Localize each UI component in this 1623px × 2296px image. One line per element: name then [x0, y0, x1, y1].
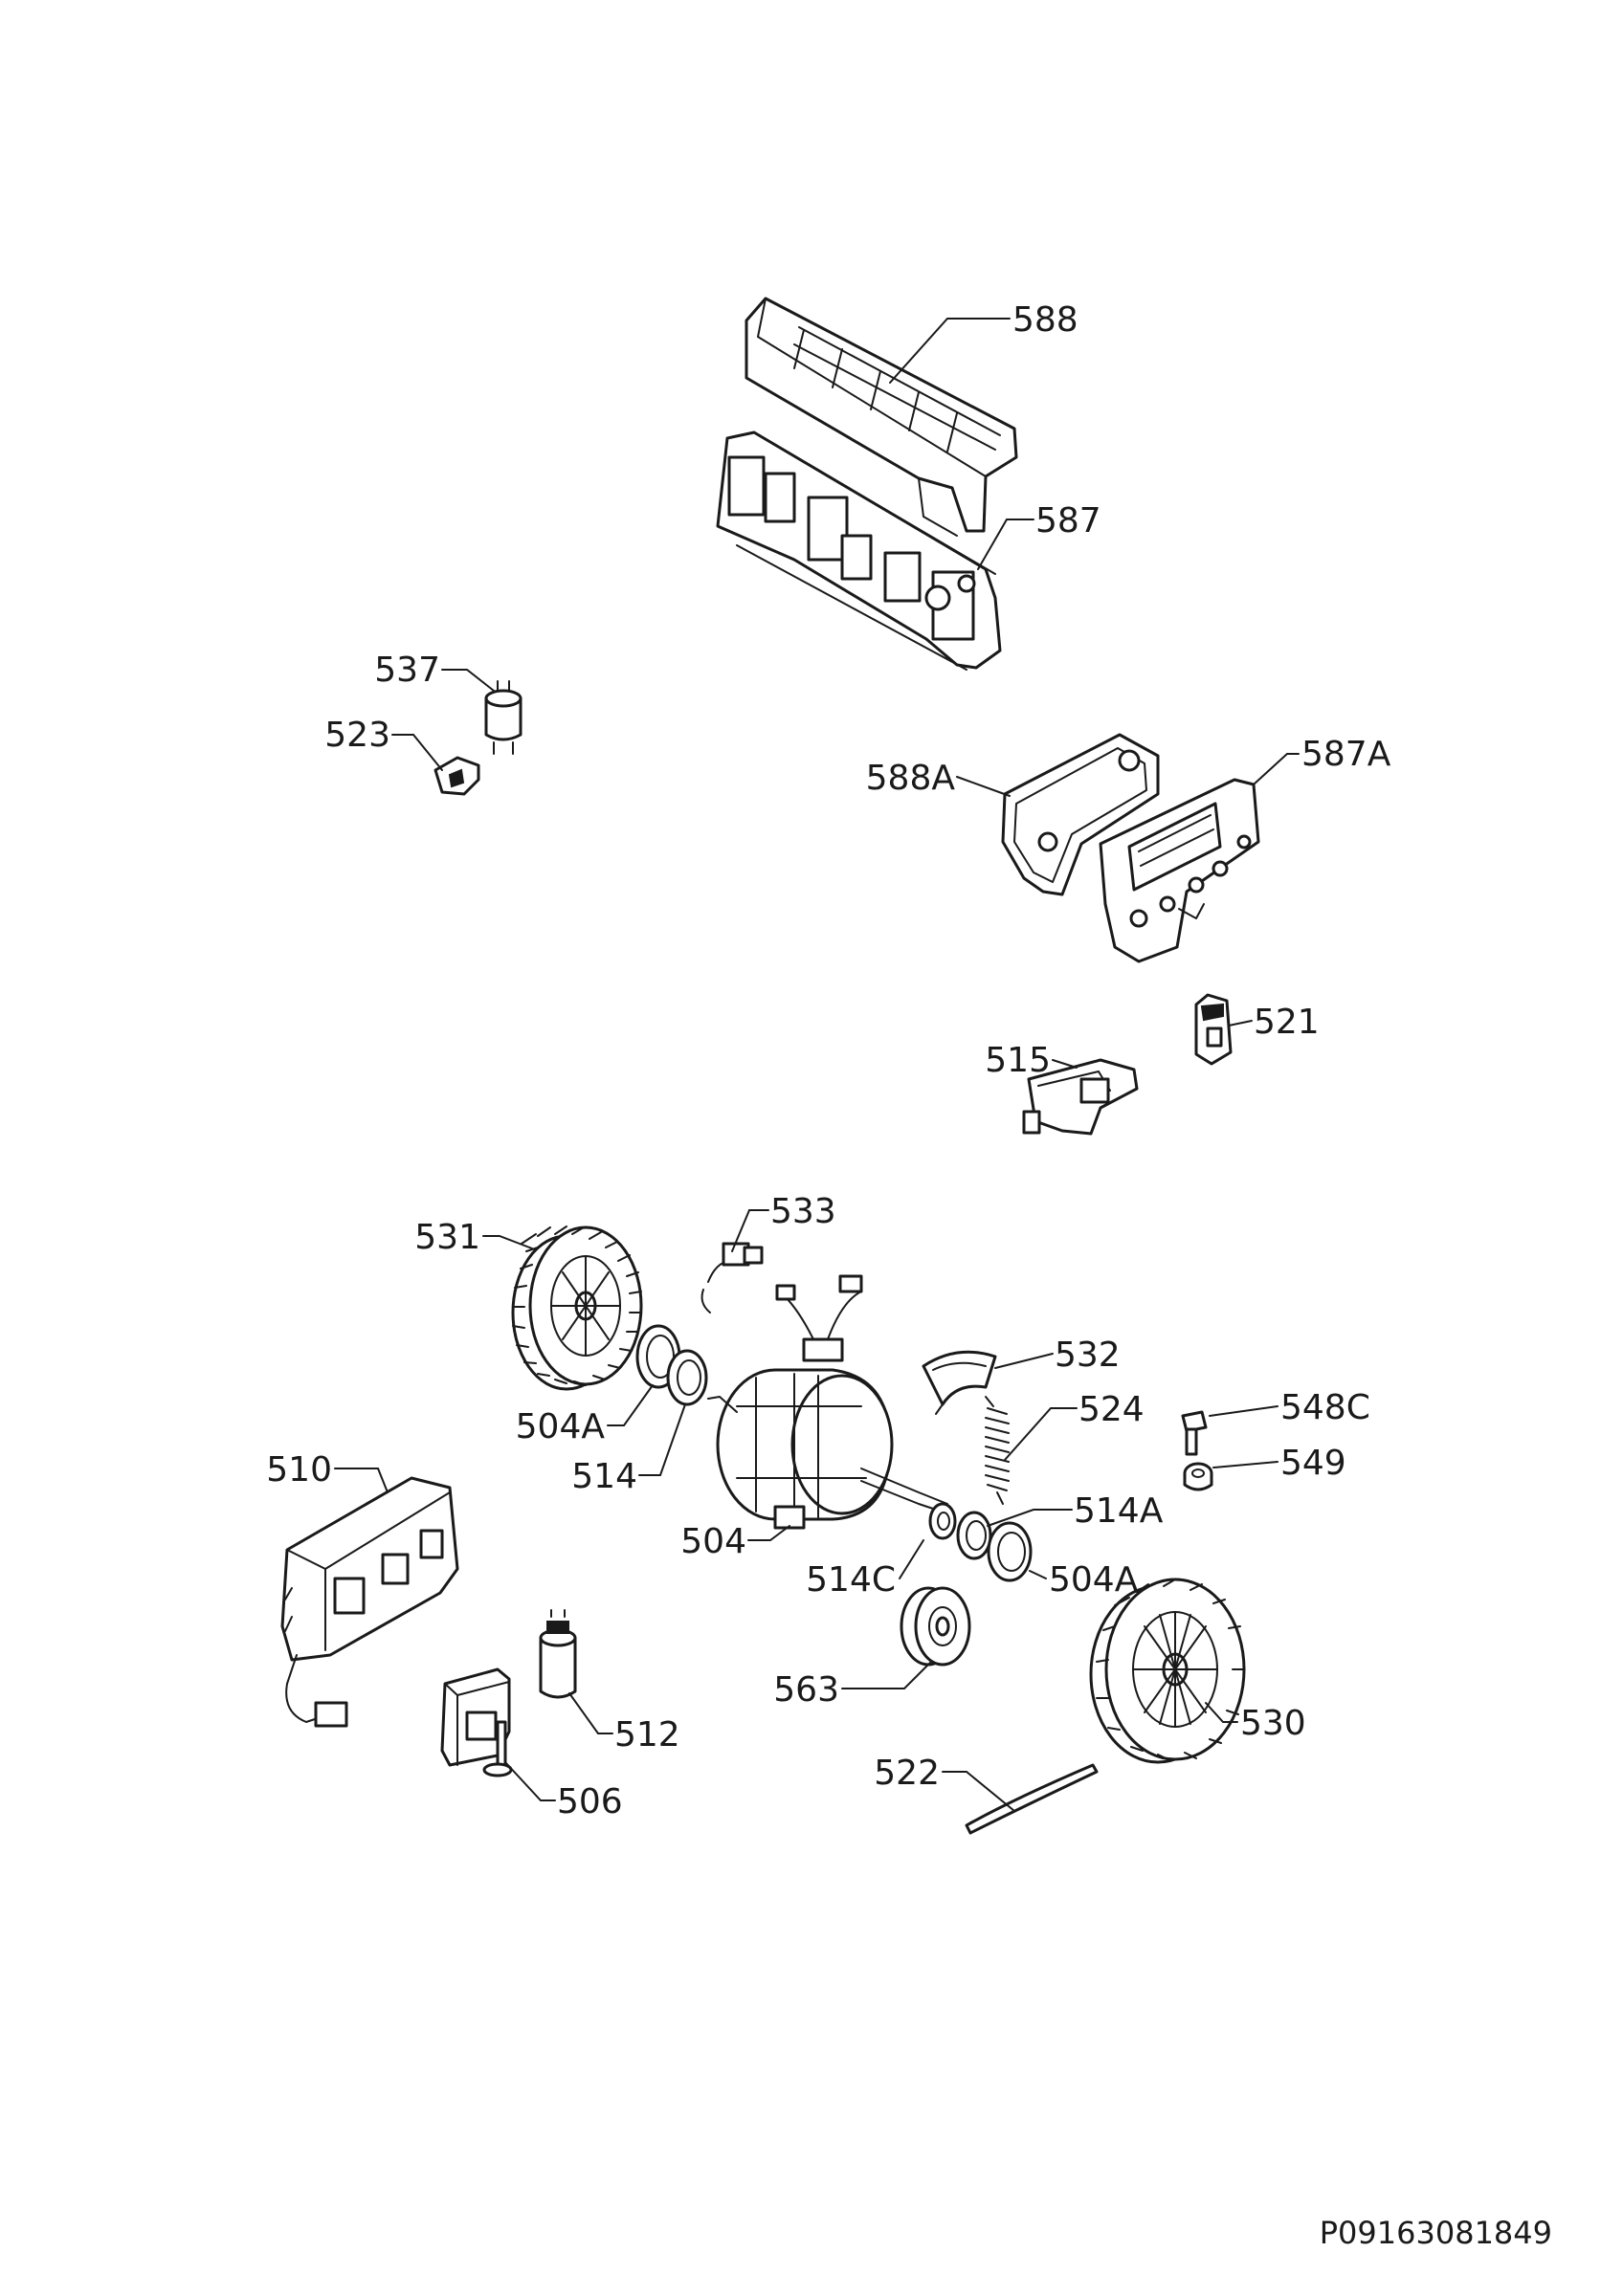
part-504A-seal-right — [987, 1521, 1033, 1582]
part-514C-washer — [928, 1502, 957, 1540]
part-537-capacitor — [484, 680, 522, 755]
part-588-cover — [745, 297, 1018, 537]
label-588A: 588A — [866, 759, 956, 798]
label-533: 533 — [770, 1192, 836, 1231]
label-514C: 514C — [806, 1560, 896, 1600]
part-530-fan-wheel — [1089, 1578, 1246, 1764]
label-504A-left: 504A — [516, 1407, 606, 1446]
label-521: 521 — [1254, 1003, 1320, 1042]
part-549-grommet — [1183, 1462, 1213, 1491]
label-588: 588 — [1012, 300, 1078, 340]
part-531-fan-wheel — [511, 1225, 643, 1391]
label-563: 563 — [773, 1670, 839, 1710]
part-587-control-board — [716, 430, 1002, 671]
label-530: 530 — [1240, 1704, 1306, 1743]
part-524-spring — [985, 1396, 1010, 1505]
part-521-switch — [1194, 993, 1233, 1066]
label-506: 506 — [557, 1782, 623, 1821]
part-523-clip — [434, 756, 480, 796]
label-510: 510 — [266, 1450, 332, 1490]
label-548C: 548C — [1280, 1388, 1370, 1427]
part-588A-display-frame — [1001, 733, 1160, 896]
label-504: 504 — [680, 1522, 746, 1561]
label-514A: 514A — [1074, 1491, 1164, 1531]
label-537: 537 — [374, 651, 440, 690]
label-515: 515 — [985, 1041, 1051, 1080]
part-510-heater-housing — [280, 1476, 459, 1728]
label-522: 522 — [874, 1754, 940, 1793]
label-524: 524 — [1078, 1390, 1145, 1429]
part-515-door-lock — [1022, 1058, 1139, 1136]
part-522-strip — [965, 1763, 1099, 1835]
part-533-harness — [700, 1242, 764, 1314]
label-587A: 587A — [1301, 735, 1391, 774]
label-549: 549 — [1280, 1444, 1346, 1483]
label-504A-right: 504A — [1049, 1560, 1139, 1600]
part-514A-ring — [956, 1511, 992, 1560]
label-531: 531 — [414, 1218, 480, 1257]
part-514-ring — [666, 1349, 708, 1406]
label-514: 514 — [571, 1457, 637, 1496]
part-506-pump — [440, 1667, 513, 1777]
part-548C-sensor — [1181, 1410, 1208, 1456]
part-587A-display-board — [1099, 778, 1260, 963]
part-labels: 588 587 537 523 588A 587A 521 515 531 53… — [266, 300, 1390, 1821]
part-512-capacitor — [539, 1609, 577, 1699]
diagram-code: P09163081849 — [1320, 2215, 1552, 2251]
part-504-motor — [707, 1274, 948, 1530]
label-512: 512 — [614, 1715, 680, 1755]
part-563-roller — [900, 1586, 971, 1667]
label-532: 532 — [1055, 1336, 1121, 1375]
part-532-cover — [922, 1350, 997, 1415]
label-587: 587 — [1035, 501, 1101, 541]
leader-lines — [334, 318, 1300, 1812]
label-523: 523 — [324, 716, 390, 755]
